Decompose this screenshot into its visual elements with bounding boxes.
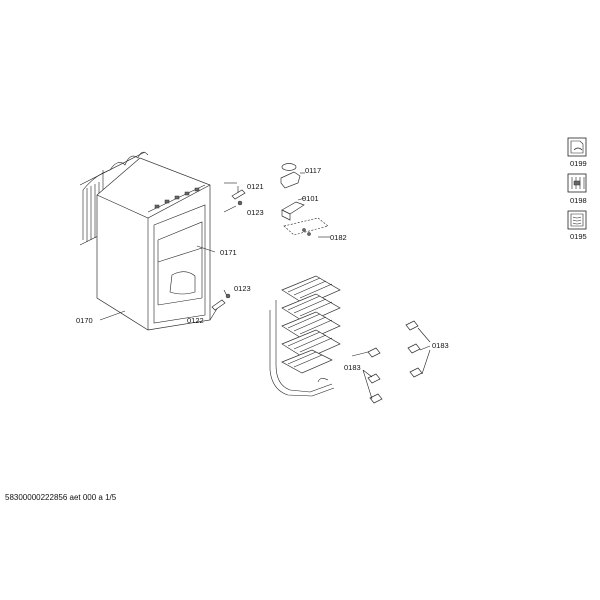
label-0121: 0121 bbox=[247, 182, 264, 191]
thermostat-housing-0101[interactable] bbox=[281, 197, 306, 221]
label-0182: 0182 bbox=[330, 233, 347, 242]
icon-label-0199: 0199 bbox=[570, 159, 587, 168]
shelf-supports-right[interactable] bbox=[405, 320, 431, 378]
bracket-0121[interactable] bbox=[231, 186, 246, 200]
bracket-0122[interactable] bbox=[211, 299, 226, 311]
light-cover-0182[interactable] bbox=[283, 217, 330, 238]
label-0101: 0101 bbox=[302, 194, 319, 203]
label-0170: 0170 bbox=[76, 316, 93, 325]
manual-icon[interactable] bbox=[567, 210, 587, 230]
icon-label-0195: 0195 bbox=[570, 232, 587, 241]
screw-0123-bottom[interactable] bbox=[225, 293, 231, 299]
wire-shelf-rack[interactable] bbox=[269, 275, 341, 397]
screw-0123-top[interactable] bbox=[237, 200, 243, 206]
label-0123-bottom: 0123 bbox=[234, 284, 251, 293]
shelf-supports-left[interactable] bbox=[351, 347, 383, 404]
tools-icon[interactable] bbox=[567, 173, 587, 193]
fridge-cabinet[interactable] bbox=[79, 151, 211, 331]
document-reference: 58300000222856 aet 000 a 1/5 bbox=[5, 493, 117, 502]
top-vents bbox=[154, 187, 200, 209]
label-0183-right: 0183 bbox=[432, 341, 449, 350]
icon-label-0198: 0198 bbox=[570, 196, 587, 205]
label-0122: 0122 bbox=[187, 316, 204, 325]
thermostat-knob-0117[interactable] bbox=[280, 163, 305, 189]
label-0183-left: 0183 bbox=[344, 363, 361, 372]
label-0123-top: 0123 bbox=[247, 208, 264, 217]
label-0171: 0171 bbox=[220, 248, 237, 257]
document-hand-icon[interactable] bbox=[567, 137, 587, 157]
label-0117: 0117 bbox=[305, 166, 321, 175]
